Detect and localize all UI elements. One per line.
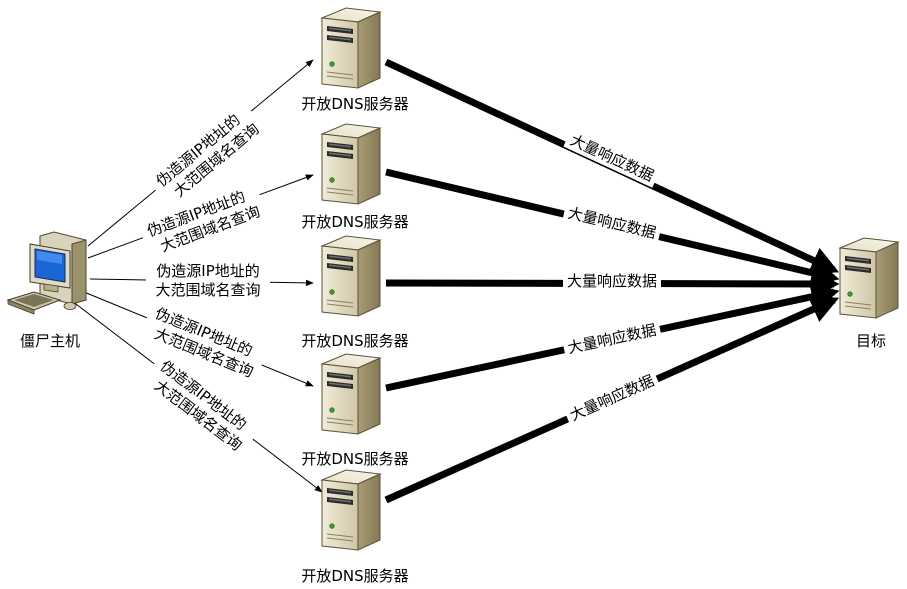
zombie-host: 僵尸主机: [6, 231, 87, 350]
dns-server-2-label: 开放DNS服务器: [301, 213, 408, 231]
dns-server-4: 开放DNS服务器: [301, 353, 409, 468]
zombie-host-label: 僵尸主机: [20, 332, 80, 350]
dns-server-2: 开放DNS服务器: [301, 123, 409, 231]
response-label-1: 大量响应数据: [563, 128, 661, 188]
query-label-3: 伪造源IP地址的 大范围域名查询: [146, 261, 270, 299]
query-label-3-line2: 大范围域名查询: [155, 281, 260, 299]
query-label-3-line1: 伪造源IP地址的: [156, 262, 259, 280]
dns-server-1-label: 开放DNS服务器: [301, 95, 408, 113]
dns-server-4-label: 开放DNS服务器: [301, 450, 408, 468]
response-label-1-text: 大量响应数据: [567, 131, 656, 185]
server-tower-icon: [321, 7, 381, 89]
response-labels: 大量响应数据 大量响应数据 大量响应数据 大量响应数据 大量响应数据: [561, 128, 663, 428]
query-labels: 伪造源IP地址的 大范围域名查询 伪造源IP地址的 大范围域名查询 伪造源IP地…: [138, 100, 270, 458]
dns-server-3-label: 开放DNS服务器: [301, 332, 408, 350]
server-tower-icon: [321, 123, 381, 205]
response-label-4-text: 大量响应数据: [566, 321, 658, 357]
response-label-2-text: 大量响应数据: [566, 204, 658, 242]
dns-server-3: 开放DNS服务器: [301, 235, 409, 350]
desktop-computer-icon: [6, 231, 87, 315]
query-label-2: 伪造源IP地址的 大范围域名查询: [138, 181, 268, 261]
server-tower-icon: [321, 469, 381, 551]
response-label-5: 大量响应数据: [563, 368, 661, 428]
dns-server-5-label: 开放DNS服务器: [301, 567, 408, 585]
server-tower-icon: [321, 235, 381, 317]
response-label-2: 大量响应数据: [562, 201, 662, 245]
response-label-3-text: 大量响应数据: [567, 272, 657, 290]
response-label-3: 大量响应数据: [563, 271, 661, 291]
response-label-5-text: 大量响应数据: [567, 371, 657, 424]
target-label: 目标: [856, 332, 886, 350]
dns-server-5: 开放DNS服务器: [301, 469, 409, 585]
server-tower-icon: [839, 237, 899, 319]
response-label-4: 大量响应数据: [561, 319, 663, 359]
dns-server-1: 开放DNS服务器: [301, 7, 409, 113]
target: 目标: [839, 237, 899, 350]
server-tower-icon: [321, 353, 381, 435]
